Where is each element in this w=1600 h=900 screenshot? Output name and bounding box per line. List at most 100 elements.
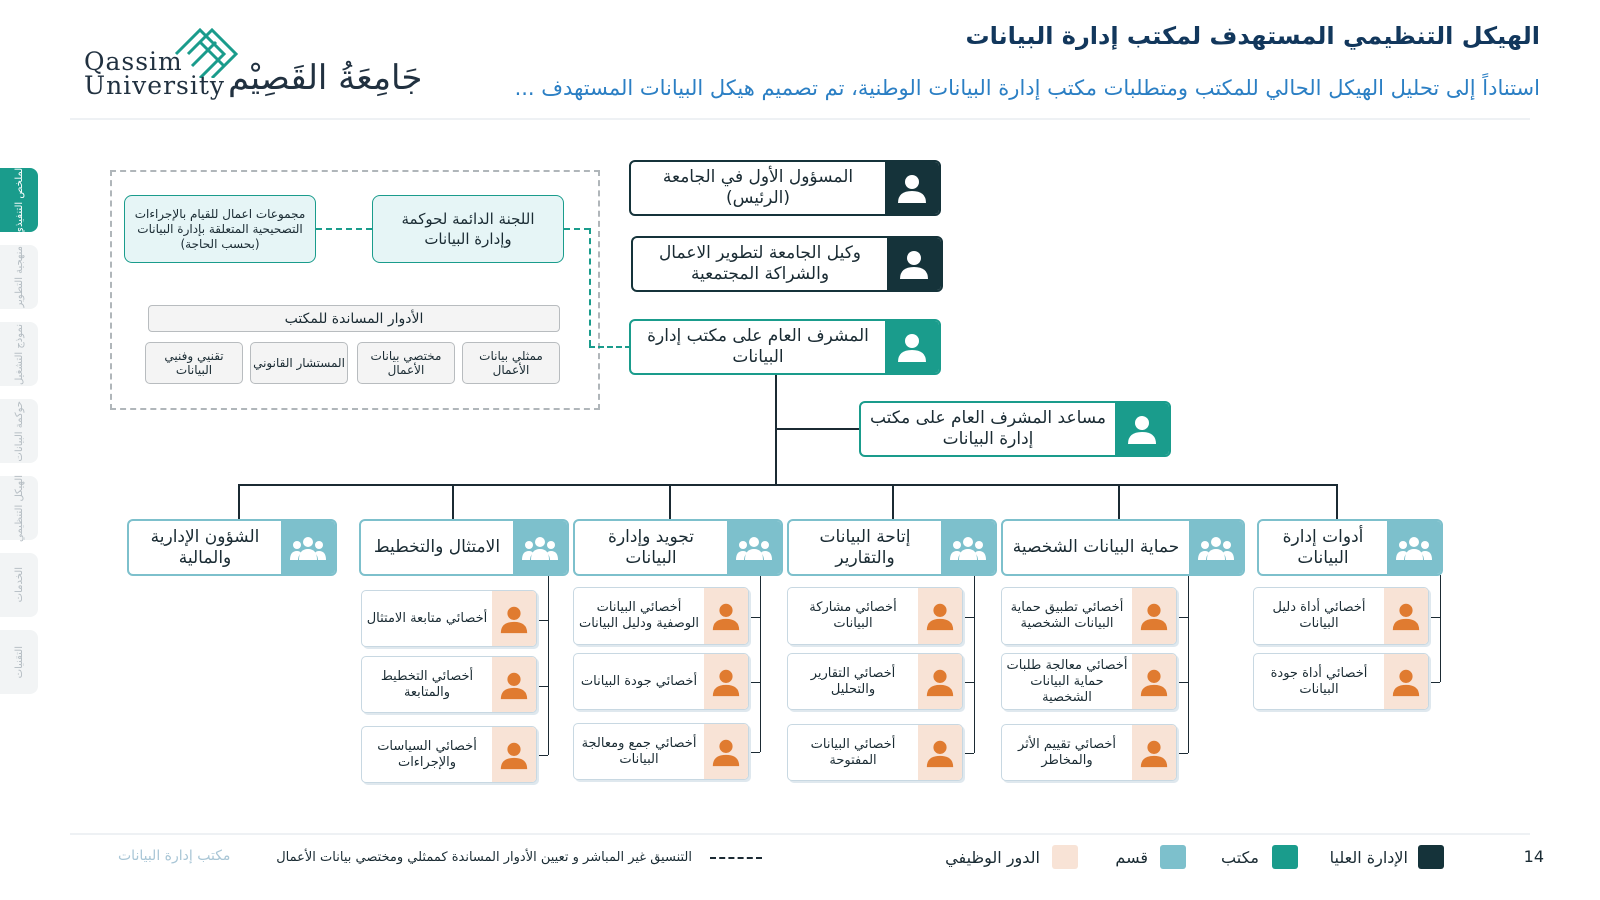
node-assistant-supervisor[interactable]: مساعد المشرف العام على مكتب إدارة البيان… bbox=[859, 401, 1171, 457]
person-icon bbox=[918, 588, 962, 644]
working-groups-box: مجموعات اعمال للقيام بالإجراءات التصحيحي… bbox=[124, 195, 316, 263]
dept-data-access-reports[interactable]: إتاحة البيانات والتقارير bbox=[787, 519, 997, 576]
node-label: المسؤول الأول في الجامعة (الرئيس) bbox=[662, 167, 854, 208]
role-card[interactable]: أخصائي جودة البيانات bbox=[573, 653, 749, 710]
role-connector bbox=[964, 617, 974, 618]
role-connector bbox=[1178, 753, 1188, 754]
role-connector bbox=[1188, 575, 1189, 753]
group-icon bbox=[513, 521, 567, 574]
side-tab-label: حوكمة البيانات bbox=[13, 400, 25, 462]
dept-personal-data-protection[interactable]: حماية البيانات الشخصية bbox=[1001, 519, 1245, 576]
role-card[interactable]: أخصائي أداة جودة البيانات bbox=[1253, 653, 1429, 710]
role-connector bbox=[750, 752, 760, 753]
logo-text-en-1: Qassim bbox=[84, 47, 183, 76]
role-card[interactable]: أخصائي البيانات الوصفية ودليل البيانات bbox=[573, 587, 749, 645]
dept-label: تجويد وإدارة البيانات bbox=[608, 526, 694, 568]
dept-drop-line bbox=[1118, 484, 1120, 520]
person-icon bbox=[492, 591, 536, 646]
support-roles-title: الأدوار المساندة للمكتب bbox=[148, 305, 560, 332]
role-connector bbox=[964, 753, 974, 754]
role-connector bbox=[1430, 682, 1440, 683]
role-card[interactable]: أخصائي البيانات المفتوحة bbox=[787, 724, 963, 781]
role-connector bbox=[538, 620, 548, 621]
role-card[interactable]: أخصائي متابعة الامتثال bbox=[361, 590, 537, 647]
support-role-business-data-experts: مختصي بيانات الأعمال bbox=[357, 342, 455, 384]
group-icon bbox=[941, 521, 995, 574]
assistant-line bbox=[775, 428, 863, 430]
header-divider bbox=[70, 118, 1530, 120]
dept-admin-finance[interactable]: الشؤون الإدارية والمالية bbox=[127, 519, 337, 576]
role-label: أخصائي معالجة طلبات حماية البيانات الشخص… bbox=[1006, 657, 1128, 705]
role-label: أخصائي جودة البيانات bbox=[580, 673, 698, 689]
group-icon bbox=[727, 521, 781, 574]
person-icon bbox=[1132, 725, 1176, 780]
role-label: أخصائي متابعة الامتثال bbox=[366, 610, 488, 626]
side-tab-data-governance[interactable]: حوكمة البيانات bbox=[0, 399, 38, 463]
governance-committee-box: اللجنة الدائمة لحوكمة وإدارة البيانات bbox=[372, 195, 564, 263]
logo-emblem-icon bbox=[174, 27, 239, 78]
group-icon bbox=[1189, 521, 1243, 574]
dashed-line-legend-icon bbox=[710, 857, 762, 859]
logo-text-en-2: University bbox=[84, 71, 226, 100]
dept-data-tools[interactable]: أدوات إدارة البيانات bbox=[1257, 519, 1443, 576]
legend-swatch-office bbox=[1272, 845, 1298, 869]
role-connector bbox=[1178, 682, 1188, 683]
side-tab-executive-summary[interactable]: الملخص التنفيذي bbox=[0, 165, 38, 235]
legend-label: مكتب bbox=[1221, 848, 1259, 867]
dashed-connector bbox=[589, 228, 591, 346]
role-label: أخصائي أداة دليل البيانات bbox=[1272, 600, 1366, 631]
dept-compliance-planning[interactable]: الامتثال والتخطيط bbox=[359, 519, 569, 576]
person-icon bbox=[492, 727, 536, 782]
role-card[interactable]: أخصائي تقييم الأثر والمخاطر bbox=[1001, 724, 1177, 781]
legend-label: الدور الوظيفي bbox=[945, 848, 1040, 867]
dept-label: إتاحة البيانات والتقارير bbox=[819, 526, 911, 568]
node-president[interactable]: المسؤول الأول في الجامعة (الرئيس) bbox=[629, 160, 941, 216]
dashed-legend-note: التنسيق غير المباشر و تعيين الأدوار المس… bbox=[276, 850, 692, 865]
person-icon bbox=[1384, 588, 1428, 644]
dashed-connector bbox=[316, 228, 372, 230]
role-label: أخصائي التخطيط والمتابعة bbox=[380, 668, 474, 700]
dept-label: الشؤون الإدارية والمالية bbox=[150, 526, 260, 568]
node-vice-president[interactable]: وكيل الجامعة لتطوير الاعمال والشراكة الم… bbox=[631, 236, 943, 292]
role-label: أخصائي السياسات والإجراءات bbox=[377, 738, 477, 770]
dept-drop-line bbox=[1336, 484, 1338, 520]
person-icon bbox=[704, 724, 748, 779]
dept-data-quality-management[interactable]: تجويد وإدارة البيانات bbox=[573, 519, 783, 576]
side-tab-services[interactable]: الخدمات bbox=[0, 553, 38, 617]
role-label: أخصائي جمع ومعالجة البيانات bbox=[581, 735, 697, 767]
dashed-connector bbox=[589, 346, 631, 348]
footer-divider bbox=[70, 833, 1530, 835]
side-tab-org-structure[interactable]: الهيكل التنظيمي bbox=[0, 475, 38, 541]
role-connector bbox=[538, 755, 548, 756]
person-icon bbox=[887, 238, 941, 290]
role-connector bbox=[1430, 617, 1440, 618]
dashed-connector bbox=[564, 228, 590, 230]
node-label: وكيل الجامعة لتطوير الاعمال والشراكة الم… bbox=[658, 243, 862, 284]
role-card[interactable]: أخصائي التخطيط والمتابعة bbox=[361, 656, 537, 713]
side-tab-methodology[interactable]: منهجية التطوير bbox=[0, 245, 38, 309]
role-connector bbox=[538, 686, 548, 687]
role-connector bbox=[548, 575, 549, 755]
side-tab-label: الخدمات bbox=[13, 567, 25, 603]
legend-label: قسم bbox=[1115, 848, 1148, 867]
person-icon bbox=[918, 725, 962, 780]
role-card[interactable]: أخصائي جمع ومعالجة البيانات bbox=[573, 723, 749, 780]
role-card[interactable]: أخصائي مشاركة البيانات bbox=[787, 587, 963, 645]
role-card[interactable]: أخصائي التقارير والتحليل bbox=[787, 653, 963, 710]
page-number: 14 bbox=[1523, 847, 1544, 866]
person-icon bbox=[918, 654, 962, 709]
node-general-supervisor[interactable]: المشرف العام على مكتب إدارة البيانات bbox=[629, 319, 941, 375]
side-tab-operating-model[interactable]: نموذج التشغيل bbox=[0, 322, 38, 386]
person-icon bbox=[1115, 403, 1169, 455]
dept-label: أدوات إدارة البيانات bbox=[1282, 526, 1364, 568]
role-connector bbox=[750, 682, 760, 683]
role-card[interactable]: أخصائي معالجة طلبات حماية البيانات الشخص… bbox=[1001, 653, 1177, 710]
role-card[interactable]: أخصائي أداة دليل البيانات bbox=[1253, 587, 1429, 645]
role-connector bbox=[964, 682, 974, 683]
role-connector bbox=[1178, 617, 1188, 618]
role-card[interactable]: أخصائي تطبيق حماية البيانات الشخصية bbox=[1001, 587, 1177, 645]
role-card[interactable]: أخصائي السياسات والإجراءات bbox=[361, 726, 537, 783]
group-icon bbox=[281, 521, 335, 574]
side-tab-technologies[interactable]: التقنيات bbox=[0, 630, 38, 694]
legend-swatch-department bbox=[1160, 845, 1186, 869]
